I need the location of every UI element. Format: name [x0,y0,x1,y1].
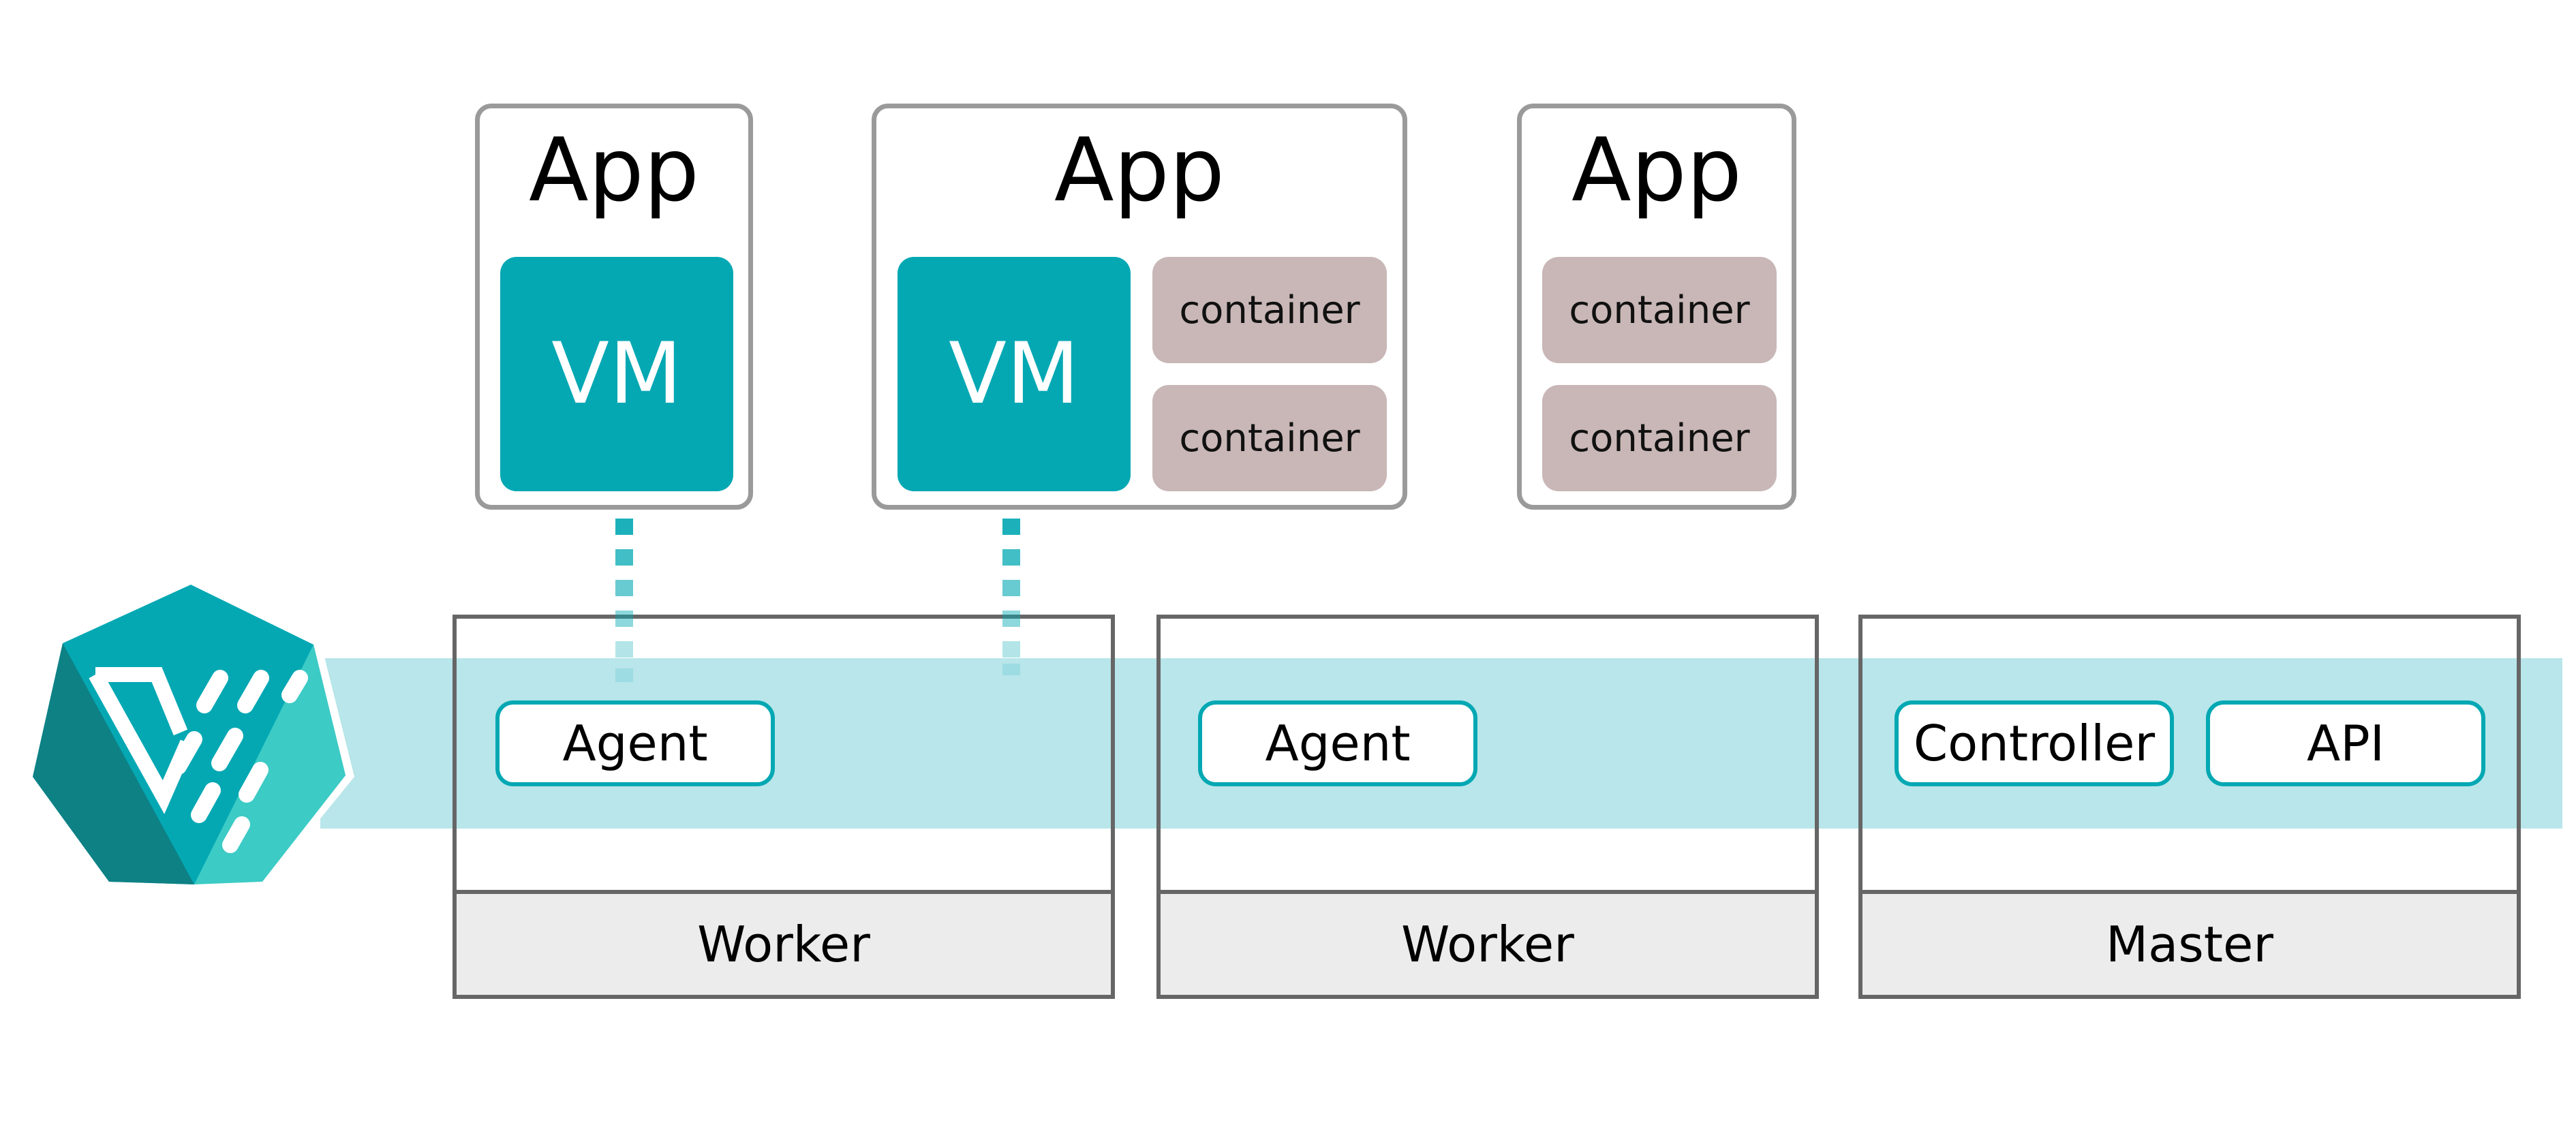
app-title: App [1571,120,1743,221]
vm-label: VM [949,325,1079,423]
kubevirt-logo-icon [20,572,368,913]
app-box-1: App VM [475,104,753,510]
worker-node-1-footer: Worker [453,890,1115,999]
app-title: App [1054,120,1225,221]
controller-pill: Controller [1895,700,2174,786]
vm-block: VM [500,257,733,491]
container-label: container [1569,416,1750,461]
api-pill: API [2206,700,2485,786]
api-label: API [2307,715,2385,772]
container-block: container [1542,385,1777,491]
container-label: container [1569,288,1750,333]
agent-pill-1: Agent [495,700,775,786]
app-title: App [528,120,700,221]
app-box-3: App container container [1517,104,1796,510]
worker-node-2-footer: Worker [1156,890,1819,999]
container-block: container [1542,257,1777,363]
vm-connector-2 [1002,488,1020,675]
container-label: container [1179,288,1360,333]
controller-label: Controller [1913,715,2156,772]
vm-connector-1 [615,488,633,685]
vm-block: VM [898,257,1131,491]
app-box-2: App VM container container [872,104,1407,510]
agent-label: Agent [1265,715,1411,772]
node-label: Worker [697,916,870,973]
agent-label: Agent [562,715,708,772]
node-label: Master [2106,916,2273,973]
node-label: Worker [1401,916,1574,973]
container-block: container [1152,385,1387,491]
vm-label: VM [551,325,682,423]
container-block: container [1152,257,1387,363]
agent-pill-2: Agent [1198,700,1477,786]
master-node-footer: Master [1858,890,2521,999]
container-label: container [1179,416,1360,461]
